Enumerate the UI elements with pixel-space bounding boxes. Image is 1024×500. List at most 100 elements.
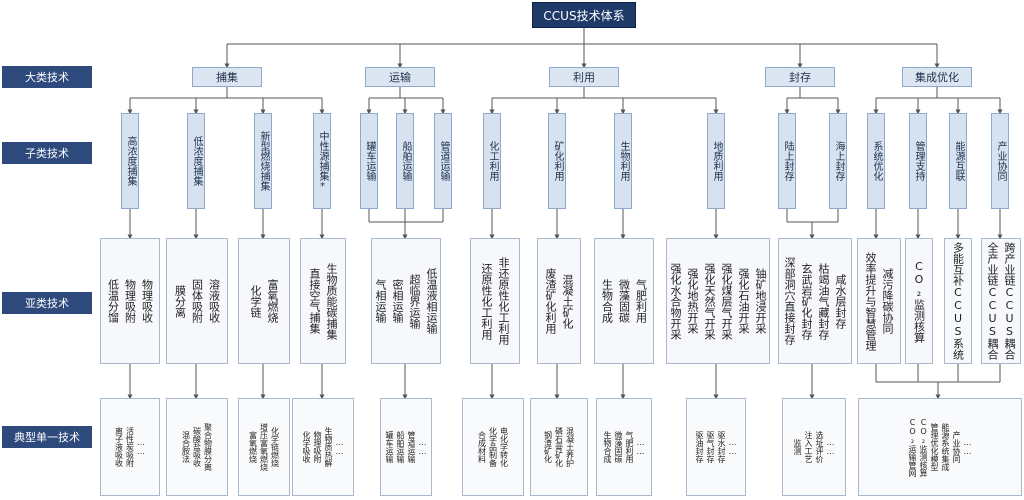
- tech-box-system-opt: 效率提升与智慧管理 减污降碳协同: [857, 238, 901, 364]
- tech-item: 化学链: [249, 284, 262, 318]
- typical-item: 船舶运输: [396, 431, 405, 463]
- typical-item: 富氧燃烧: [248, 431, 258, 463]
- typical-item: 能源系统集成: [941, 423, 950, 471]
- typical-item: 化学品制备: [488, 427, 498, 467]
- tech-item: 减污降碳协同: [881, 268, 894, 334]
- typical-box-storage: 监测 注入工艺 选址评价 ……: [782, 398, 846, 496]
- tech-item: 深部洞穴直接封存: [783, 257, 796, 345]
- typical-item: 管理优化模型: [930, 423, 939, 471]
- typical-box-chemical: 合成材料 化学品制备 电化学转化: [462, 398, 524, 496]
- typical-box-new-combustion: 富氧燃烧 增压富氧燃烧 化学链燃烧: [238, 398, 290, 496]
- typical-item: CO₂运输管网: [908, 417, 917, 477]
- tech-box-new-combustion: 化学链 富氧燃烧: [238, 238, 290, 364]
- category-transport: 运输: [365, 67, 435, 87]
- typical-item: 电化学转化: [499, 427, 509, 467]
- typical-item: 合成材料: [477, 431, 487, 463]
- tech-item: 效率提升与智慧管理: [864, 251, 877, 351]
- typical-item: ……: [636, 438, 645, 456]
- tech-item: 强化石油开采: [737, 268, 750, 334]
- typical-item: 混合胺法: [181, 431, 191, 463]
- sub-mineral: 矿化利用: [548, 113, 566, 209]
- typical-item: 管道运输: [407, 431, 416, 463]
- typical-item: 驱水封存: [717, 431, 726, 463]
- sub-high-concentration: 高浓度捕集: [121, 113, 139, 209]
- tech-item: 低温液相运输: [425, 268, 438, 334]
- tech-box-high-concentration: 低温分馏 物理吸附 物理吸收: [100, 238, 160, 364]
- typical-item: 选址评价: [815, 431, 824, 463]
- tech-item: 非还原性化工利用: [497, 257, 510, 345]
- typical-item: ……: [418, 438, 427, 456]
- tech-item: 强化水合物开采: [669, 262, 682, 340]
- tech-item: 强化地热开采: [686, 268, 699, 334]
- typical-box-mineral: 钢渣矿化 磷石膏矿化 混凝土养护: [530, 398, 588, 496]
- row-label-subclass: 亚类技术: [2, 292, 92, 314]
- tech-item: 生物合成: [600, 279, 614, 323]
- category-capture: 捕集: [192, 67, 262, 87]
- typical-item: ……: [136, 438, 146, 456]
- sub-chemical: 化工利用: [483, 113, 501, 209]
- sub-onshore: 陆上封存: [778, 113, 796, 209]
- tech-box-industry: 全产业链CCUS耦合 跨产业链CCUS耦合: [981, 238, 1021, 364]
- typical-box-biological: 生物合成 微藻固碳 气肥利用 ……: [596, 398, 652, 496]
- tech-item: 气相运输: [374, 279, 387, 323]
- tech-item: 强化煤层气开采: [720, 262, 733, 340]
- tech-item: 强化天然气开采: [703, 262, 716, 340]
- typical-box-transport: 罐车运输 船舶运输 管道运输 ……: [380, 398, 432, 496]
- tech-item: 直接空气捕集: [308, 268, 321, 334]
- typical-item: ……: [728, 438, 737, 456]
- sub-biological: 生物利用: [614, 113, 632, 209]
- category-integration: 集成优化: [902, 67, 972, 87]
- typical-box-neutral-source: 化学吸收 物理吸附 生物质热解 ……: [292, 398, 354, 496]
- tech-item: CO₂监测核算: [912, 259, 926, 343]
- tech-item: 膜分离: [173, 284, 187, 318]
- tech-item: 玄武岩矿化封存: [800, 262, 813, 340]
- typical-item: 生物质热解: [324, 427, 333, 467]
- row-label-major: 大类技术: [2, 66, 92, 88]
- typical-item: 化学链燃烧: [270, 427, 280, 467]
- tech-item: 低温分馏: [106, 279, 120, 323]
- sub-low-concentration: 低浓度捕集: [187, 113, 205, 209]
- typical-item: 驱气封存: [706, 431, 715, 463]
- tech-box-transport: 气相运输 密相运输 超临界运输 低温液相运输: [371, 238, 441, 364]
- tech-item: 废渣矿化利用: [544, 268, 557, 334]
- tech-item: 气肥利用: [634, 279, 648, 323]
- typical-item: 注入工艺: [804, 431, 813, 463]
- tech-item: 跨产业链CCUS耦合: [1003, 242, 1016, 360]
- row-label-typical: 典型单一技术: [2, 426, 92, 448]
- typical-item: 罐车运输: [385, 431, 394, 463]
- row-label-sub: 子类技术: [2, 142, 92, 164]
- sub-pipeline: 管道运输: [434, 113, 452, 209]
- typical-item: 物理吸附: [313, 431, 322, 463]
- diagram-title: CCUS技术体系: [532, 2, 636, 28]
- sub-ship: 船舶运输: [396, 113, 414, 209]
- tech-box-storage: 深部洞穴直接封存 玄武岩矿化封存 枯竭油气藏封存 咸水层封存: [778, 238, 852, 364]
- tech-item: 物理吸收: [140, 279, 154, 323]
- sub-system-opt: 系统优化: [867, 113, 885, 209]
- typical-item: 离子液吸收: [114, 427, 124, 467]
- tech-item: 超临界运输: [408, 273, 421, 329]
- typical-item: 产业协同: [952, 431, 961, 463]
- sub-offshore: 海上封存: [829, 113, 847, 209]
- tech-item: 多能互补CCUS系统: [951, 242, 965, 360]
- tech-box-neutral-source: 直接空气捕集 生物质能碳捕集: [300, 238, 346, 364]
- sub-energy-interconnect: 能源互联: [949, 113, 967, 209]
- sub-new-combustion: 新型燃烧捕集: [254, 113, 272, 209]
- tech-item: 物理吸附: [123, 279, 137, 323]
- sub-tanker: 罐车运输: [360, 113, 378, 209]
- typical-item: 生物合成: [603, 431, 612, 463]
- tech-item: 微藻固碳: [617, 279, 631, 323]
- sub-management: 管理支持: [909, 113, 927, 209]
- tech-box-biological: 生物合成 微藻固碳 气肥利用: [594, 238, 654, 364]
- tech-item: 密相运输: [391, 279, 404, 323]
- tech-item: 生物质能碳捕集: [325, 262, 338, 340]
- typical-item: ……: [963, 438, 972, 456]
- typical-item: 增压富氧燃烧: [259, 423, 269, 471]
- typical-item: 监测: [793, 439, 802, 455]
- typical-box-integration: CO₂运输管网 CO₂监测核算 管理优化模型 能源系统集成 产业协同 ……: [858, 398, 1022, 496]
- category-storage: 封存: [765, 67, 835, 87]
- typical-item: 聚合物膜分离: [203, 423, 213, 471]
- tech-item: 咸水层封存: [834, 273, 847, 329]
- tech-item: 全产业链CCUS耦合: [986, 242, 999, 360]
- category-utilization: 利用: [549, 67, 619, 87]
